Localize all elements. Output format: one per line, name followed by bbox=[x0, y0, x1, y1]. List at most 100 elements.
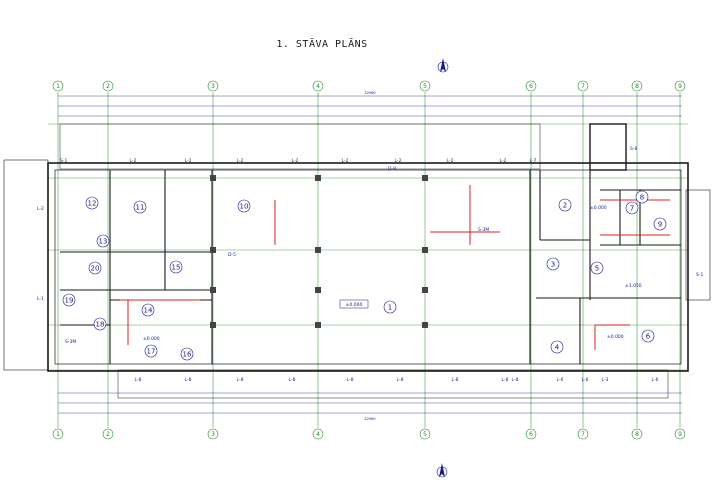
column bbox=[422, 322, 428, 328]
room-marker bbox=[237, 199, 251, 213]
room-marker bbox=[62, 293, 76, 307]
tag-d9: D-9 bbox=[388, 166, 396, 172]
window-tag: L-2 bbox=[342, 158, 349, 164]
column bbox=[210, 175, 216, 181]
axis-label: 6 bbox=[529, 83, 533, 90]
axis-label: 4 bbox=[316, 431, 320, 438]
window-tag: L-8 bbox=[237, 377, 244, 383]
axis-bubble bbox=[312, 80, 324, 92]
window-tag: L-2 bbox=[237, 158, 244, 164]
axis-label: 9 bbox=[678, 431, 682, 438]
level-main: ±0.000 bbox=[346, 302, 363, 308]
tag-s8: S-8 bbox=[630, 146, 637, 152]
room-number: 20 bbox=[91, 264, 100, 272]
room-number: 8 bbox=[640, 193, 644, 201]
axis-bubble bbox=[419, 428, 431, 440]
window-tag: L-2 bbox=[500, 158, 507, 164]
window-tag: L-3 bbox=[602, 377, 609, 383]
north-arrow-bottom-icon bbox=[436, 463, 448, 478]
window-tag: L-8 bbox=[512, 377, 519, 383]
axis-label: 1 bbox=[56, 431, 60, 438]
window-tag: L-2 bbox=[185, 158, 192, 164]
column bbox=[210, 287, 216, 293]
room-number: 15 bbox=[172, 263, 181, 271]
room-number: 19 bbox=[65, 296, 74, 304]
column bbox=[422, 175, 428, 181]
overall-dimension-top: 32960 bbox=[364, 91, 376, 95]
room-number: 9 bbox=[658, 220, 662, 228]
structural-columns bbox=[210, 175, 428, 328]
room-marker bbox=[93, 317, 107, 331]
room-marker bbox=[641, 329, 655, 343]
axis-label: 1 bbox=[56, 83, 60, 90]
window-tag: L-2 bbox=[395, 158, 402, 164]
axis-label: 4 bbox=[316, 83, 320, 90]
window-tag: L-2 bbox=[130, 158, 137, 164]
level-small-a: ±0.000 bbox=[590, 205, 607, 211]
axis-bubble bbox=[207, 428, 219, 440]
axis-bubble bbox=[631, 428, 643, 440]
axis-bubble bbox=[52, 428, 64, 440]
room-number: 6 bbox=[646, 332, 651, 340]
window-tag: L-8 bbox=[347, 377, 354, 383]
tag-s3m-left: S-3M bbox=[65, 339, 76, 345]
column bbox=[210, 322, 216, 328]
tag-l2-left: L-2 bbox=[37, 206, 44, 212]
window-tag: L-8 bbox=[452, 377, 459, 383]
axis-bubble bbox=[674, 428, 686, 440]
axis-bubble bbox=[102, 428, 114, 440]
axis-label: 7 bbox=[581, 431, 585, 438]
room-number: 13 bbox=[99, 237, 108, 245]
axis-label: 9 bbox=[678, 83, 682, 90]
axis-bubble bbox=[674, 80, 686, 92]
room-number: 4 bbox=[555, 343, 560, 351]
window-tag: L-8 bbox=[185, 377, 192, 383]
tag-s1-top: S-1 bbox=[60, 158, 67, 164]
axis-bubble bbox=[419, 80, 431, 92]
plan-title: 1. STĀVA PLĀNS bbox=[276, 37, 367, 50]
room-number: 14 bbox=[144, 306, 153, 314]
room-marker bbox=[558, 198, 572, 212]
room-number: 7 bbox=[630, 204, 634, 212]
room-number: 17 bbox=[147, 347, 156, 355]
axis-label: 5 bbox=[423, 83, 427, 90]
axis-label: 3 bbox=[211, 83, 215, 90]
room-marker bbox=[635, 190, 649, 204]
building-walls bbox=[3, 123, 711, 399]
room-number: 3 bbox=[551, 260, 555, 268]
axis-bubble bbox=[577, 428, 589, 440]
room-marker bbox=[88, 261, 102, 275]
column bbox=[210, 247, 216, 253]
axis-bubble bbox=[525, 428, 537, 440]
window-tag: L-6 bbox=[652, 377, 659, 383]
window-tag: L-6 bbox=[557, 377, 564, 383]
window-tag: L-8 bbox=[135, 377, 142, 383]
room-marker bbox=[180, 347, 194, 361]
axis-label: 8 bbox=[635, 83, 639, 90]
room-marker bbox=[144, 344, 158, 358]
room-marker bbox=[546, 257, 560, 271]
axis-label: 7 bbox=[581, 83, 585, 90]
window-tag: L-2 bbox=[447, 158, 454, 164]
room-marker bbox=[133, 200, 147, 214]
interior-walls bbox=[60, 170, 681, 364]
window-tag: L-8 bbox=[502, 377, 509, 383]
room-number: 2 bbox=[563, 201, 567, 209]
room-number: 5 bbox=[595, 264, 599, 272]
column bbox=[422, 247, 428, 253]
column bbox=[315, 322, 321, 328]
level-room17: ±0.000 bbox=[143, 336, 160, 342]
axis-bubble bbox=[52, 80, 64, 92]
axis-bubble bbox=[312, 428, 324, 440]
room-number: 11 bbox=[136, 203, 145, 211]
room-number: 10 bbox=[240, 202, 249, 210]
room-marker bbox=[85, 196, 99, 210]
window-tag: L-8 bbox=[289, 377, 296, 383]
column bbox=[315, 247, 321, 253]
dimension-lines bbox=[58, 95, 682, 414]
level-stair: ±1.050 bbox=[625, 283, 642, 289]
axis-label: 2 bbox=[106, 431, 110, 438]
